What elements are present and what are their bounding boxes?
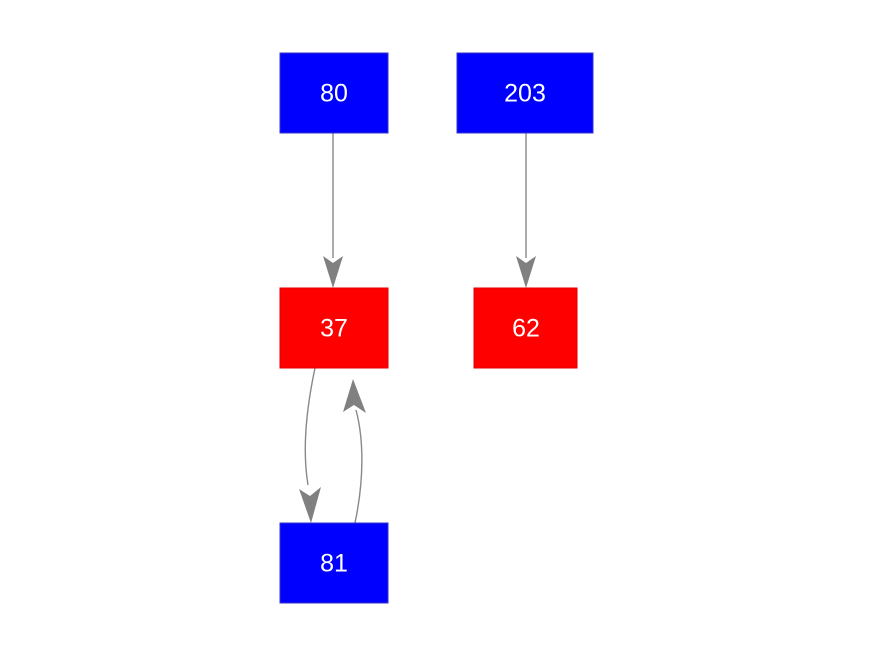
node-203[interactable]: 203 bbox=[456, 52, 594, 134]
edge-37-to-81-line bbox=[304, 367, 316, 486]
edge-37-to-81-arrowhead bbox=[299, 487, 321, 523]
node-80-label: 80 bbox=[320, 80, 348, 108]
edge-81-to-37[interactable] bbox=[343, 379, 366, 524]
node-62[interactable]: 62 bbox=[473, 287, 578, 369]
edge-81-to-37-arrowhead bbox=[343, 379, 366, 413]
edge-81-to-37-line bbox=[354, 409, 363, 524]
node-80[interactable]: 80 bbox=[279, 52, 389, 134]
node-62-rect[interactable] bbox=[473, 287, 578, 369]
edge-203-to-62-arrowhead bbox=[516, 256, 536, 288]
edge-layer bbox=[299, 133, 536, 524]
node-81-label: 81 bbox=[320, 550, 348, 578]
node-layer: 80 203 37 62 81 bbox=[279, 52, 594, 604]
edge-37-to-81[interactable] bbox=[299, 367, 321, 523]
edge-80-to-37-arrowhead bbox=[323, 256, 343, 288]
node-203-label: 203 bbox=[504, 80, 546, 108]
node-37-label: 37 bbox=[320, 315, 348, 343]
edge-80-to-37[interactable] bbox=[323, 133, 343, 288]
node-80-rect[interactable] bbox=[279, 52, 389, 134]
node-81-rect[interactable] bbox=[279, 522, 389, 604]
edge-203-to-62[interactable] bbox=[516, 133, 536, 288]
node-37[interactable]: 37 bbox=[279, 287, 389, 369]
node-203-rect[interactable] bbox=[456, 52, 594, 134]
node-81[interactable]: 81 bbox=[279, 522, 389, 604]
node-37-rect[interactable] bbox=[279, 287, 389, 369]
node-62-label: 62 bbox=[512, 315, 540, 343]
